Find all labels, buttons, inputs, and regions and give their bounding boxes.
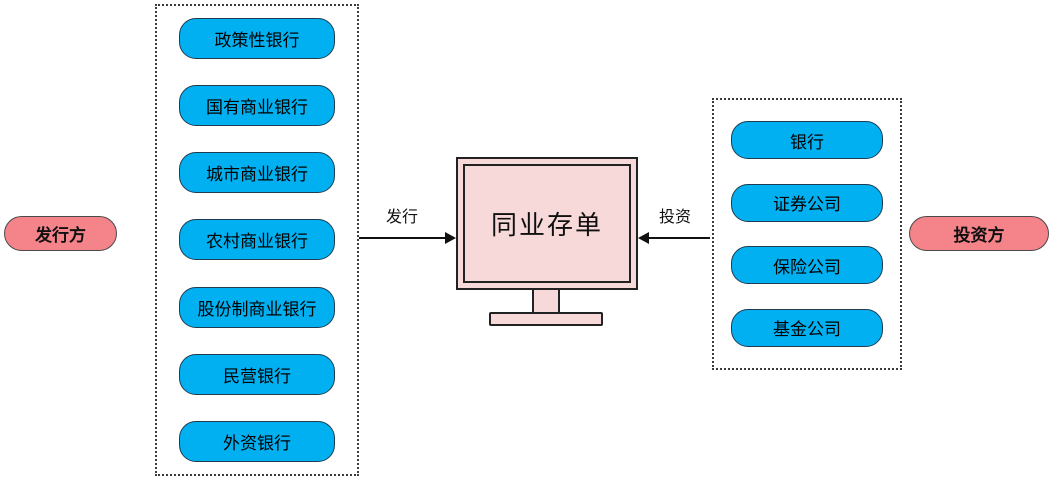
investor-node-label: 基金公司 — [773, 320, 841, 341]
issue-arrow — [359, 232, 456, 244]
investor-node-label: 证券公司 — [773, 195, 841, 216]
center-label: 同业存单 — [490, 211, 603, 241]
issuer-node-label: 民营银行 — [223, 366, 291, 387]
issuer-node-label: 城市商业银行 — [206, 165, 308, 186]
monitor-screen: 同业存单 — [463, 164, 631, 283]
monitor-base — [489, 312, 603, 326]
investor-node: 银行 — [731, 121, 883, 159]
investor-node: 证券公司 — [731, 183, 883, 222]
issuer-node-label: 政策性银行 — [214, 31, 300, 51]
issuer-pill: 发行方 — [4, 216, 117, 251]
investor-node: 基金公司 — [731, 308, 883, 347]
investor-pill-label: 投资方 — [953, 226, 1005, 246]
issuer-node: 国有商业银行 — [179, 85, 335, 127]
issuer-node-label: 国有商业银行 — [206, 98, 308, 119]
investor-node-label: 保险公司 — [773, 257, 841, 278]
invest-arrow-label: 投资 — [659, 207, 692, 226]
monitor-icon: 同业存单 — [456, 157, 638, 290]
issuer-node: 城市商业银行 — [179, 152, 335, 194]
investor-group: 银行 证券公司 保险公司 基金公司 — [712, 98, 902, 370]
issuer-group: 政策性银行 国有商业银行 城市商业银行 农村商业银行 股份制商业银行 民营银行 — [155, 4, 359, 476]
issue-arrow-label: 发行 — [386, 207, 419, 226]
issuer-node: 股份制商业银行 — [179, 286, 335, 328]
investor-node-label: 银行 — [790, 132, 824, 153]
issuer-node: 民营银行 — [179, 353, 335, 395]
investor-pill: 投资方 — [909, 216, 1049, 251]
issuer-pill-label: 发行方 — [35, 226, 86, 246]
issuer-node-label: 股份制商业银行 — [197, 299, 317, 320]
invest-arrow — [638, 232, 710, 244]
monitor-stand — [532, 290, 560, 314]
issuer-node: 农村商业银行 — [179, 219, 335, 261]
issuer-node-label: 农村商业银行 — [206, 232, 308, 253]
issuer-node: 外资银行 — [179, 420, 335, 462]
issuer-node-label: 外资银行 — [223, 433, 291, 454]
issuer-node: 政策性银行 — [179, 18, 335, 59]
investor-node: 保险公司 — [731, 246, 883, 285]
